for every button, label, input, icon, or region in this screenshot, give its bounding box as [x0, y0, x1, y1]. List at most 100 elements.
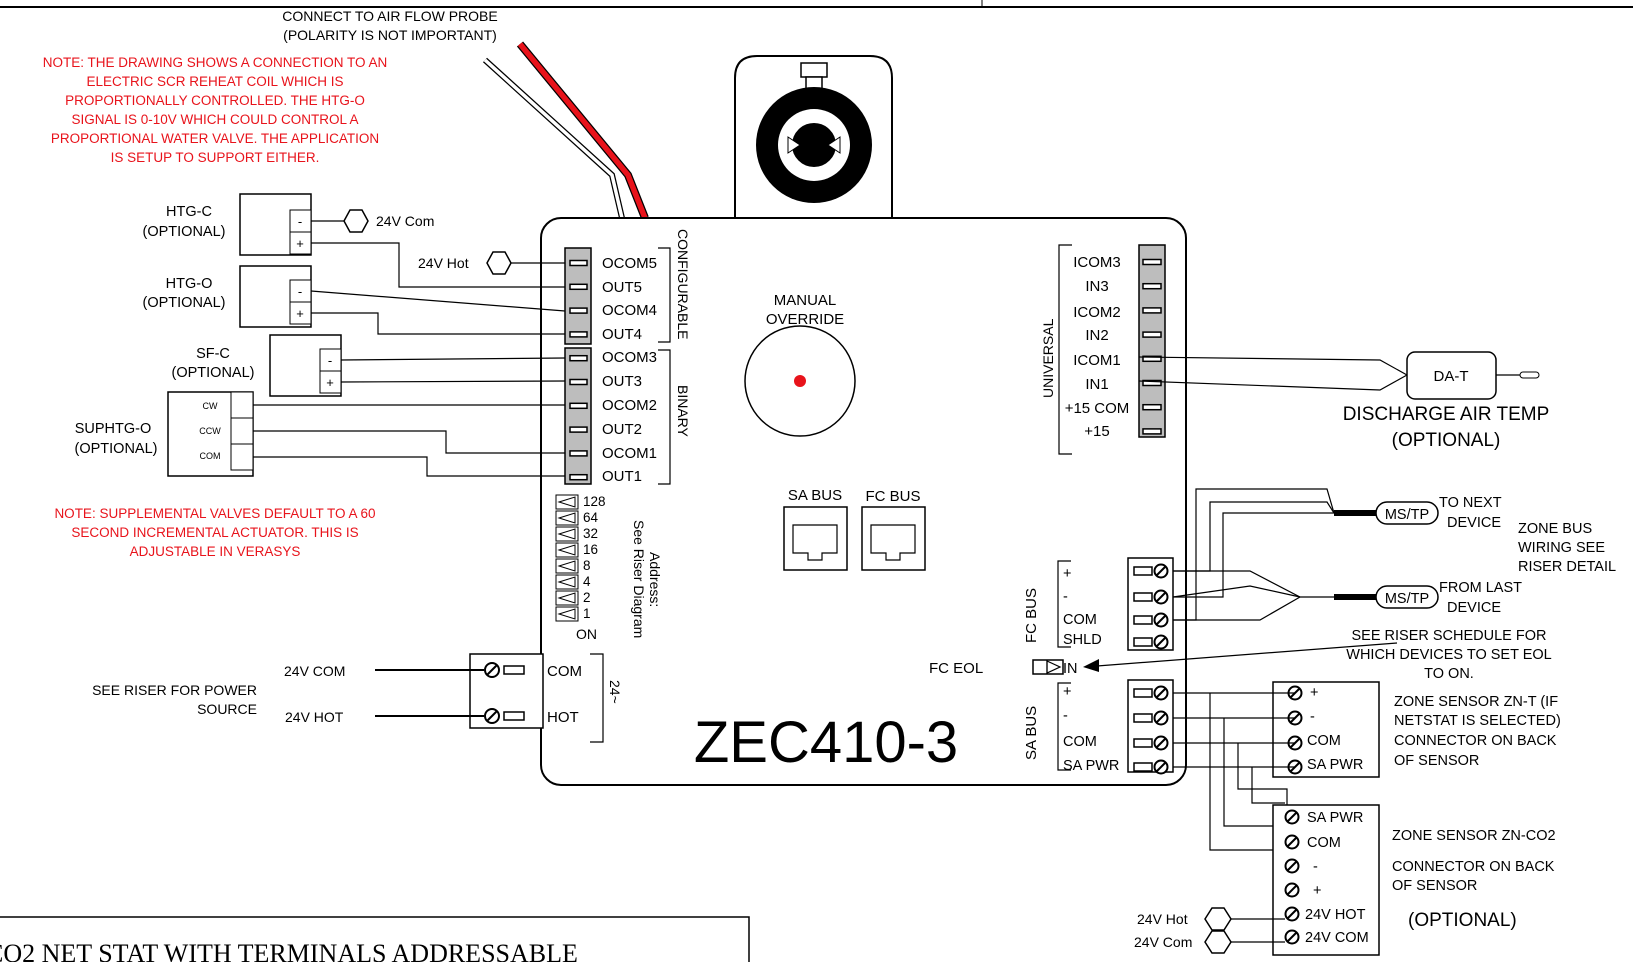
input-pin — [1142, 307, 1162, 314]
power-riser-1: SEE RISER FOR POWER — [92, 682, 257, 698]
svg-text:CW: CW — [203, 401, 218, 411]
address-dip-switches[interactable] — [555, 494, 579, 622]
sa-bus-port[interactable] — [783, 506, 848, 571]
output-pin — [569, 378, 588, 386]
discharge-air-opt: (OPTIONAL) — [1392, 430, 1501, 451]
suphtg-name: SUPHTG-O — [75, 421, 152, 437]
universal-bracket — [1058, 244, 1072, 455]
terminal-clip — [1133, 637, 1153, 647]
svg-text:-: - — [328, 353, 332, 368]
svg-text:-: - — [1063, 708, 1068, 724]
svg-text:4: 4 — [583, 574, 591, 589]
configurable-label: CONFIGURABLE — [675, 229, 691, 339]
discharge-air-temp: DISCHARGE AIR TEMP — [1343, 404, 1550, 425]
output-pin — [569, 402, 588, 410]
output-terminal-block — [564, 247, 592, 485]
svg-text:RISER DETAIL: RISER DETAIL — [1518, 559, 1616, 575]
binary-bracket — [658, 349, 671, 485]
power-screws — [484, 662, 525, 724]
svg-text:OCOM1: OCOM1 — [602, 445, 657, 462]
svg-text:SA PWR: SA PWR — [1307, 810, 1363, 826]
suphtg-opt: (OPTIONAL) — [75, 441, 158, 457]
svg-text:OCOM5: OCOM5 — [602, 255, 657, 272]
sa-bus-label: SA BUS — [788, 487, 842, 504]
svg-text:-: - — [1310, 709, 1315, 725]
svg-text:24V HOT: 24V HOT — [1305, 907, 1366, 923]
svg-text:PROPORTIONALLY CONTROLLED. TH: PROPORTIONALLY CONTROLLED. THE HTG-O — [65, 93, 365, 108]
terminal-screw-slot — [1286, 811, 1298, 823]
fc-eol-switch[interactable] — [1032, 659, 1064, 675]
svg-text:+: + — [326, 375, 334, 390]
svg-text:+: + — [1313, 883, 1321, 899]
svg-text:ZONE SENSOR ZN-T (IF: ZONE SENSOR ZN-T (IF — [1394, 694, 1558, 710]
probe-label-2: (POLARITY IS NOT IMPORTANT) — [283, 27, 497, 43]
svg-text:+: + — [1063, 684, 1071, 700]
svg-text:OUT3: OUT3 — [602, 373, 642, 390]
dip-switch-toggle — [557, 544, 576, 556]
output-wires — [253, 242, 566, 477]
sa-bus-bracket — [1057, 682, 1071, 771]
svg-text:OUT2: OUT2 — [602, 421, 642, 438]
output-pin — [569, 354, 588, 362]
input-pin — [1142, 258, 1162, 266]
bottom-box-title: CO2 NET STAT WITH TERMINALS ADDRESSABLE — [0, 939, 578, 962]
svg-text:SEE RISER SCHEDULE FOR: SEE RISER SCHEDULE FOR — [1352, 628, 1547, 644]
svg-text:64: 64 — [583, 510, 599, 525]
htgo-opt: (OPTIONAL) — [143, 295, 226, 311]
fc-bus-terms: + - COM SHLD — [1063, 566, 1102, 648]
fc-bus-screws — [1133, 563, 1169, 650]
svg-text:NETSTAT IS SELECTED): NETSTAT IS SELECTED) — [1394, 713, 1561, 729]
bottom-box — [0, 916, 750, 962]
terminal-clip — [1133, 738, 1153, 748]
svg-text:SIGNAL IS 0-10V WHICH COULD CO: SIGNAL IS 0-10V WHICH COULD CONTROL A — [71, 112, 358, 127]
sa-bus-side-label: SA BUS — [1023, 706, 1040, 760]
svg-text:SHLD: SHLD — [1063, 632, 1102, 648]
svg-text:ZONE BUS: ZONE BUS — [1518, 521, 1592, 537]
da-t-label: DA-T — [1434, 368, 1469, 385]
svg-text:COM: COM — [1063, 612, 1097, 628]
znt-desc: ZONE SENSOR ZN-T (IF NETSTAT IS SELECTED… — [1394, 694, 1561, 769]
svg-text:COM: COM — [200, 451, 221, 461]
hex-24v-hot — [486, 251, 565, 275]
output-pin — [569, 307, 588, 314]
output-pin — [569, 426, 588, 433]
svg-text:128: 128 — [583, 494, 606, 509]
terminal-screw-slot — [1155, 591, 1167, 603]
terminal-screw-slot — [1286, 908, 1298, 920]
zone-bus-wires — [1172, 488, 1335, 621]
znco2-title: ZONE SENSOR ZN-CO2 — [1392, 828, 1556, 844]
output-labels: OCOM5 OUT5 OCOM4 OUT4 OCOM3 OUT3 OCOM2 O… — [602, 255, 657, 485]
terminal-screw-slot — [1155, 712, 1167, 724]
svg-text:-: - — [1313, 859, 1318, 875]
power-24v-hot: 24V HOT — [285, 709, 344, 725]
fc-bus-label: FC BUS — [865, 488, 920, 505]
svg-text:+15: +15 — [1084, 423, 1109, 440]
dip-switch-toggle — [557, 512, 576, 524]
svg-text:OCOM3: OCOM3 — [602, 349, 657, 366]
svg-text:OF SENSOR: OF SENSOR — [1394, 753, 1479, 769]
svg-text:32: 32 — [583, 526, 598, 541]
svg-text:IN2: IN2 — [1085, 327, 1108, 344]
svg-text:+: + — [1063, 566, 1071, 582]
terminal-screw-slot — [1286, 931, 1298, 943]
svg-text:+: + — [296, 306, 304, 321]
svg-text:COM: COM — [1063, 734, 1097, 750]
input-pin — [1142, 379, 1162, 387]
address-see-riser: See Riser Diagram — [631, 520, 647, 638]
mstp-last-1: FROM LAST — [1439, 580, 1522, 596]
mstp-last — [1375, 585, 1439, 609]
svg-text:OCOM2: OCOM2 — [602, 397, 657, 414]
dip-switch-toggle — [557, 496, 576, 508]
znco2-screws — [1284, 809, 1300, 945]
input-pin — [1142, 331, 1162, 338]
terminal-screw-slot — [1155, 614, 1167, 626]
fc-bus-port[interactable] — [861, 506, 926, 571]
svg-text:ICOM2: ICOM2 — [1073, 304, 1121, 321]
terminal-clip — [1133, 566, 1153, 576]
svg-text:WHICH DEVICES TO SET EOL: WHICH DEVICES TO SET EOL — [1346, 647, 1551, 663]
svg-text:IN1: IN1 — [1085, 376, 1108, 393]
configurable-bracket — [658, 247, 671, 343]
terminal-screw-slot — [1155, 737, 1167, 749]
mstp-last-2: DEVICE — [1447, 600, 1501, 616]
